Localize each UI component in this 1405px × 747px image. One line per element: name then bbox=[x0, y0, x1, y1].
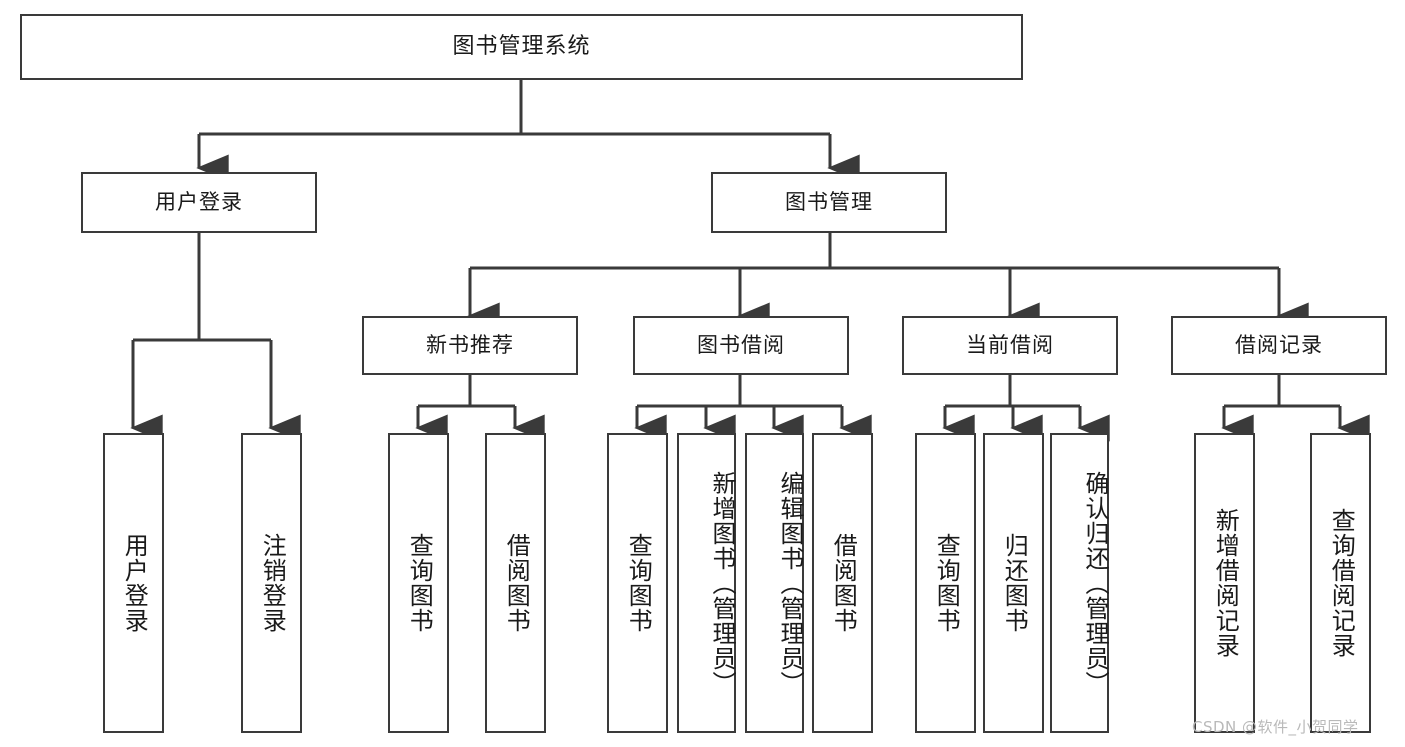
node-label: 归还图书 bbox=[1000, 533, 1029, 633]
node-label: 新增借阅记录 bbox=[1211, 508, 1240, 658]
leaf-add-borrow-record[interactable]: 新增借阅记录 bbox=[1194, 433, 1255, 733]
node-label: 查询图书 bbox=[932, 533, 961, 633]
node-label: 编辑图书（管理员） bbox=[776, 470, 804, 696]
node-label: 借阅记录 bbox=[1235, 332, 1323, 357]
node-book-management[interactable]: 图书管理 bbox=[711, 172, 947, 233]
leaf-confirm-return-admin[interactable]: 确认归还（管理员） bbox=[1050, 433, 1109, 733]
watermark-text: CSDN @软件_小贺同学 bbox=[1192, 718, 1359, 736]
leaf-logout[interactable]: 注销登录 bbox=[241, 433, 302, 733]
node-new-book-recommend[interactable]: 新书推荐 bbox=[362, 316, 578, 375]
csdn-watermark: CSDN @软件_小贺同学 bbox=[1192, 716, 1359, 737]
node-label: 新增图书（管理员） bbox=[708, 470, 736, 696]
node-label: 查询图书 bbox=[624, 533, 653, 633]
node-user-login[interactable]: 用户登录 bbox=[81, 172, 317, 233]
node-label: 查询借阅记录 bbox=[1327, 508, 1356, 658]
node-label: 确认归还（管理员） bbox=[1081, 470, 1109, 696]
leaf-return-book[interactable]: 归还图书 bbox=[983, 433, 1044, 733]
node-label: 图书管理系统 bbox=[452, 33, 591, 59]
leaf-query-book-current[interactable]: 查询图书 bbox=[915, 433, 976, 733]
leaf-query-book-borrow[interactable]: 查询图书 bbox=[607, 433, 668, 733]
node-label: 用户登录 bbox=[120, 533, 149, 633]
node-root-system[interactable]: 图书管理系统 bbox=[20, 14, 1023, 80]
leaf-query-borrow-record[interactable]: 查询借阅记录 bbox=[1310, 433, 1371, 733]
leaf-query-book-recommend[interactable]: 查询图书 bbox=[388, 433, 449, 733]
leaf-add-book-admin[interactable]: 新增图书（管理员） bbox=[677, 433, 736, 733]
node-book-borrow[interactable]: 图书借阅 bbox=[633, 316, 849, 375]
node-label: 新书推荐 bbox=[426, 332, 514, 357]
node-label: 图书借阅 bbox=[697, 332, 785, 357]
node-label: 当前借阅 bbox=[966, 332, 1054, 357]
node-current-borrow[interactable]: 当前借阅 bbox=[902, 316, 1118, 375]
node-label: 用户登录 bbox=[155, 189, 243, 214]
leaf-user-login[interactable]: 用户登录 bbox=[103, 433, 164, 733]
leaf-edit-book-admin[interactable]: 编辑图书（管理员） bbox=[745, 433, 804, 733]
node-borrow-record[interactable]: 借阅记录 bbox=[1171, 316, 1387, 375]
leaf-borrow-book-recommend[interactable]: 借阅图书 bbox=[485, 433, 546, 733]
node-label: 查询图书 bbox=[405, 533, 434, 633]
leaf-borrow-book[interactable]: 借阅图书 bbox=[812, 433, 873, 733]
node-label: 图书管理 bbox=[785, 189, 873, 214]
node-label: 借阅图书 bbox=[502, 533, 531, 633]
node-label: 借阅图书 bbox=[829, 533, 858, 633]
node-label: 注销登录 bbox=[258, 533, 287, 633]
